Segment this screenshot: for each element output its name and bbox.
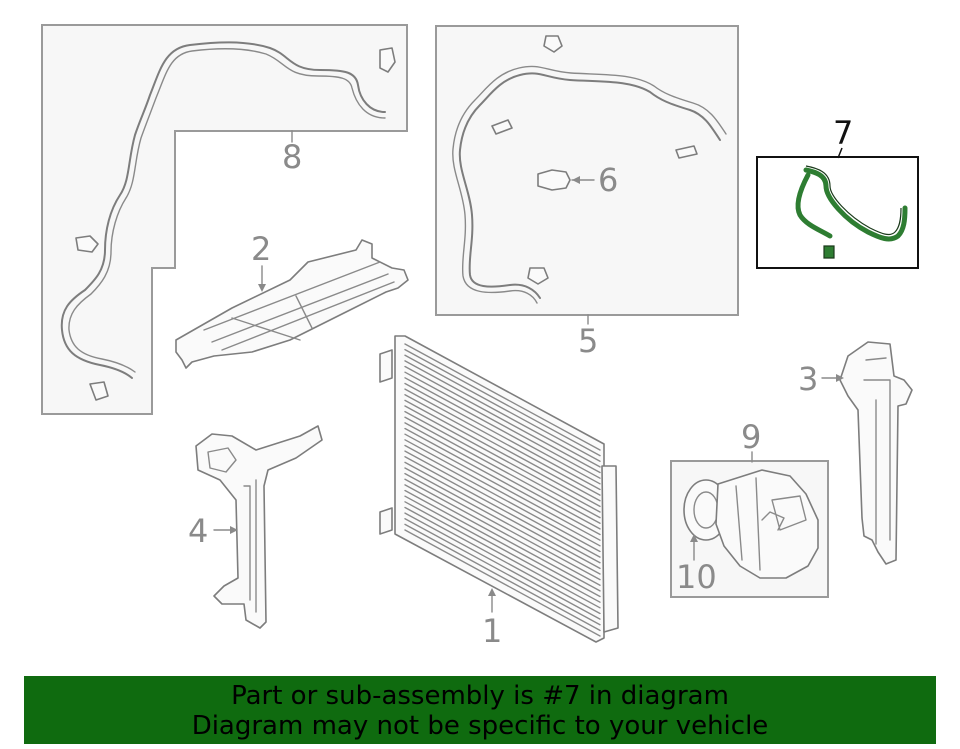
condenser-fin	[404, 360, 601, 468]
part-5-bolt-left	[491, 119, 513, 135]
callout-6: 6	[598, 161, 618, 199]
part-4-arrow	[230, 526, 238, 534]
callout-1: 1	[482, 612, 502, 650]
condenser-fin	[404, 444, 601, 553]
part-3-details	[863, 357, 891, 545]
condenser-fin	[404, 427, 601, 536]
condenser-fin	[404, 410, 601, 519]
condenser-fin	[404, 523, 601, 632]
condenser-fin	[404, 456, 601, 564]
condenser-fin	[404, 518, 601, 626]
condenser-fin	[404, 478, 601, 586]
callout-7: 7	[833, 114, 853, 152]
part-5-tube-inner	[452, 65, 727, 304]
part-5-cap-top	[543, 35, 563, 53]
part-9-group: 9 10	[670, 418, 829, 598]
part-5-box	[435, 25, 739, 316]
condenser-fin	[404, 489, 601, 598]
condenser-fin	[404, 354, 601, 462]
callout-9: 9	[741, 418, 761, 456]
condenser-fin	[404, 512, 601, 620]
part-3-group: 3	[798, 341, 913, 565]
vehicle-fit-banner: Part or sub-assembly is #7 in diagram Di…	[24, 676, 936, 744]
part-6-group: 6	[537, 161, 618, 199]
condenser-fin	[404, 450, 601, 558]
condenser-fin	[404, 484, 601, 592]
banner-line-1: Part or sub-assembly is #7 in diagram	[231, 681, 729, 711]
banner-line-2: Diagram may not be specific to your vehi…	[191, 711, 769, 741]
part-8-tube-inner	[68, 48, 386, 373]
condenser-fin	[404, 422, 601, 530]
part-1-bracket-top	[379, 349, 393, 383]
callout-8: 8	[282, 138, 302, 176]
part-4-group: 4	[188, 425, 323, 629]
part-8-group: 8	[41, 24, 408, 415]
callout-2: 2	[251, 230, 271, 268]
part-8-clip-left	[75, 235, 99, 253]
part-5-group: 5	[435, 25, 739, 360]
condenser-fin	[404, 467, 601, 575]
part-7-hose	[803, 167, 908, 242]
condenser-fin	[404, 382, 601, 491]
callout-5: 5	[578, 322, 598, 360]
condenser-fin	[404, 495, 601, 603]
condenser-fin	[404, 433, 601, 541]
condenser-fin	[404, 394, 601, 502]
part-1-group: 1	[379, 335, 619, 650]
part-1-arrow	[488, 588, 496, 596]
part-2-group: 2	[175, 230, 409, 369]
part-8-clip-top	[379, 47, 396, 73]
part-1-condenser-frame	[394, 335, 605, 643]
part-5-bolt	[675, 145, 698, 159]
part-2-ribs	[203, 261, 395, 351]
part-2-shield	[175, 239, 409, 369]
condenser-fin	[404, 405, 601, 513]
part-1-fins	[404, 343, 601, 637]
callout-4: 4	[188, 512, 208, 550]
condenser-fin	[404, 439, 601, 547]
part-7-outline	[805, 165, 902, 236]
condenser-fin	[404, 416, 601, 524]
callout-10: 10	[676, 558, 717, 596]
part-6-sensor	[537, 169, 571, 191]
part-5-tube	[458, 72, 721, 299]
part-6-arrow	[572, 176, 580, 184]
part-7-group: 7	[756, 114, 919, 269]
condenser-fin	[404, 501, 601, 609]
condenser-fin	[404, 529, 601, 637]
part-7-fitting	[823, 245, 835, 259]
part-7-hose-branch	[795, 172, 833, 239]
part-8-connector	[89, 381, 109, 401]
condenser-fin	[404, 377, 601, 485]
part-4-details	[207, 447, 257, 613]
part-8-box	[41, 24, 408, 415]
condenser-fin	[404, 348, 601, 457]
callout-3: 3	[798, 360, 818, 398]
part-4-bracket	[195, 425, 323, 629]
part-10-arrow	[690, 534, 698, 542]
part-8-tube	[60, 41, 386, 379]
condenser-fin	[404, 388, 601, 496]
condenser-fin	[404, 506, 601, 615]
condenser-fin	[404, 399, 601, 508]
part-5-cap-bottom	[527, 267, 549, 285]
condenser-fin	[404, 365, 601, 474]
part-7-leader	[837, 147, 843, 159]
part-2-arrow	[258, 284, 266, 292]
part-1-receiver	[601, 465, 619, 633]
part-1-bracket-side	[379, 507, 393, 535]
part-9-compressor-details	[735, 477, 807, 571]
part-7-box	[756, 156, 919, 269]
part-3-arrow	[836, 374, 844, 382]
condenser-fin	[404, 343, 601, 451]
condenser-fin	[404, 371, 601, 479]
condenser-fin	[404, 472, 601, 581]
condenser-fin	[404, 461, 601, 570]
